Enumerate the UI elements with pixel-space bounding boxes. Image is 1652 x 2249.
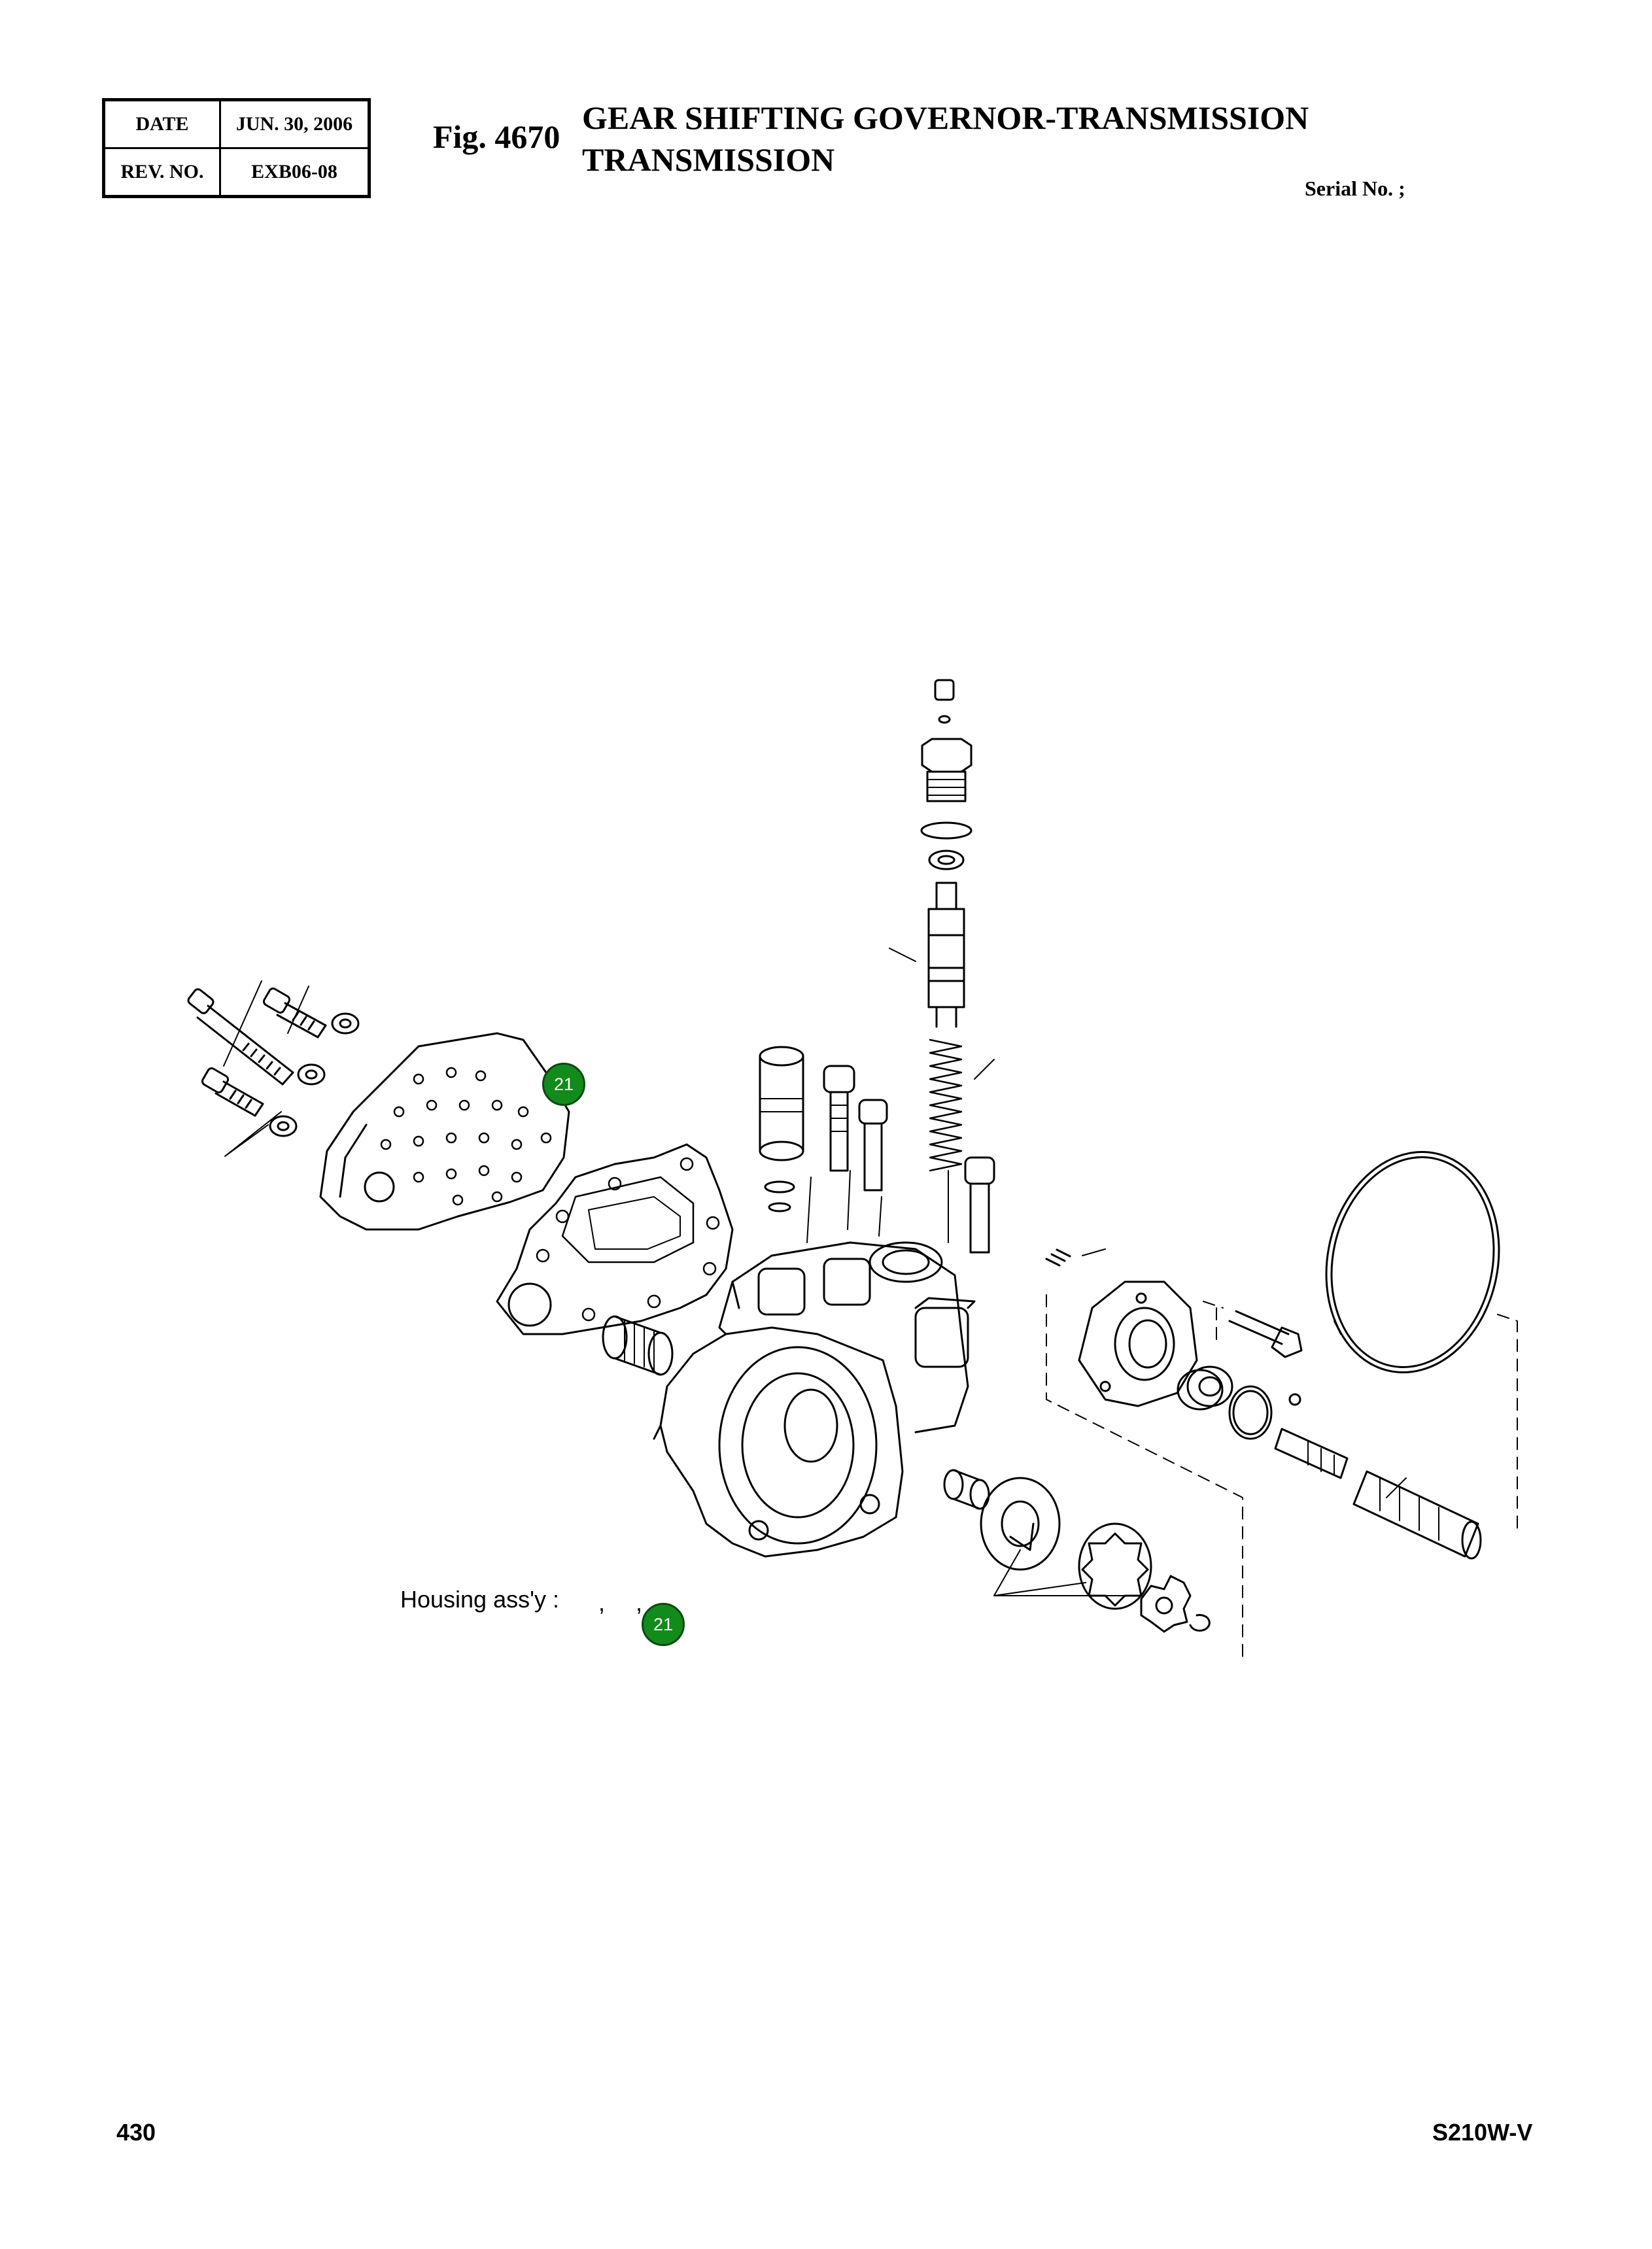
o-ring [764,1180,795,1193]
washer [269,1115,298,1137]
drive-gear [1140,1575,1192,1633]
gasket-plate [496,1143,734,1335]
rev-label: REV. NO. [103,147,221,197]
outer-rotor [980,1477,1061,1571]
figure-number: Fig. 4670 [433,118,560,155]
seal-ring [928,850,965,870]
date-label: DATE [103,99,221,149]
valve-piston-small [858,1099,888,1192]
title-line-1: GEAR SHIFTING GOVERNOR-TRANSMISSION [582,99,1309,136]
plug-screw [934,679,955,701]
housing-assy-label: Housing ass'y : [400,1586,559,1613]
washer [331,1012,360,1035]
washer [277,1121,290,1131]
valve-piston-medium [823,1065,855,1172]
governor-shaft [927,882,965,1028]
drive-shaft-long [1352,1470,1482,1560]
date-value: JUN. 30, 2006 [219,99,370,149]
pump-gears [943,1469,1211,1633]
short-bolt-lower [201,1067,264,1117]
drive-shaft-small [1274,1393,1349,1479]
valve-piston-right [964,1156,995,1254]
callout-marker[interactable]: 21 [642,1603,685,1646]
governor-stack [889,679,995,1243]
small-o-ring [938,715,951,724]
serial-number: Serial No. ; [1305,177,1405,200]
governor-housing [653,1241,976,1558]
small-spring [1045,1248,1071,1267]
needle-bearing-small [943,1469,990,1510]
circlip [1189,1614,1211,1632]
valve-piston-large [759,1046,804,1161]
title-line-2: TRANSMISSION [582,141,835,178]
washer [305,1069,318,1080]
page-title: GEAR SHIFTING GOVERNOR-TRANSMISSION TRAN… [582,97,1309,180]
o-ring [768,1202,791,1212]
inner-rotor [1078,1522,1152,1610]
assembly-lines [1046,1294,1518,1662]
valve-pistons [759,1046,995,1254]
long-bolt [187,988,294,1086]
cover-plate [319,1032,570,1231]
short-bolt-upper [262,987,327,1039]
revision-info-table: DATE JUN. 30, 2006 REV. NO. EXB06-08 [102,98,371,198]
rev-value: EXB06-08 [219,147,370,197]
left-bolts-group [187,980,360,1157]
model-name: S210W-V [1432,2119,1533,2146]
snap-ring [1228,1385,1273,1440]
compression-spring [929,1039,963,1172]
adjusting-nut [921,738,972,773]
separator: , [598,1589,606,1616]
washer [297,1063,326,1086]
leader-lines [993,1248,1407,1596]
separator: , [636,1589,643,1616]
callout-marker[interactable]: 21 [542,1063,585,1106]
roller-bearing [602,1315,674,1376]
hex-bolt-right [1228,1310,1303,1358]
washer [339,1018,352,1029]
o-ring [920,821,972,840]
ball-bearing [1177,1365,1233,1411]
page-number: 430 [116,2119,156,2146]
large-o-ring [1325,1151,1500,1373]
pump-cover [1078,1280,1198,1407]
